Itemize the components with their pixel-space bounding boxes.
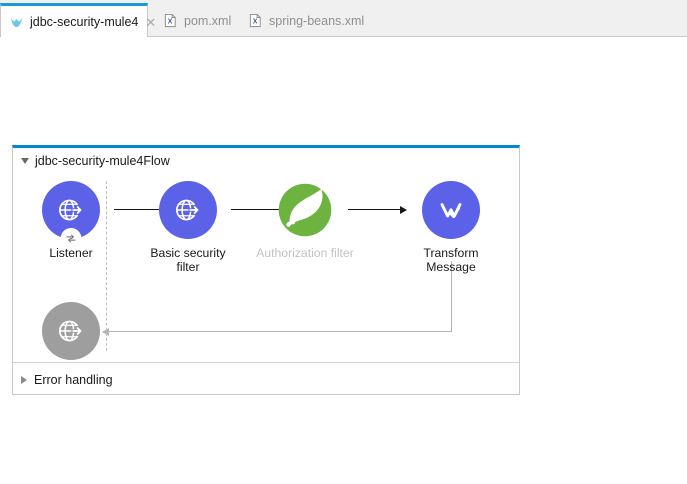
node-response[interactable] xyxy=(16,302,126,360)
xml-file-icon: X xyxy=(248,13,263,28)
connector-authorization-to-transform xyxy=(348,209,400,210)
connector-listener-to-basic-security xyxy=(114,209,165,210)
error-handling-label: Error handling xyxy=(34,373,113,387)
tab-label: jdbc-security-mule4 xyxy=(30,15,139,29)
request-response-icon xyxy=(60,228,82,249)
svg-text:X: X xyxy=(168,19,173,26)
error-handling-header[interactable]: Error handling xyxy=(21,373,113,387)
node-icon-container xyxy=(42,302,100,360)
node-icon-container xyxy=(422,181,480,239)
tab-label: spring-beans.xml xyxy=(269,13,365,28)
tab-jdbc-security-mule4[interactable]: jdbc-security-mule4 ✕ xyxy=(0,3,156,38)
node-label-line2: Message xyxy=(426,259,476,274)
flow-header[interactable]: jdbc-security-mule4Flow xyxy=(21,154,170,168)
node-label-line1: Basic security xyxy=(150,246,226,260)
dataweave-icon xyxy=(440,203,462,219)
node-icon-container xyxy=(42,181,100,249)
connector-arrowhead xyxy=(400,205,407,214)
mule-icon xyxy=(9,15,24,30)
editor-tab-bar: jdbc-security-mule4 ✕ X pom.xml X spring… xyxy=(0,0,687,38)
node-label: Listener xyxy=(49,246,93,260)
node-label-line2: filter xyxy=(176,259,200,274)
node-label: Basic security filter xyxy=(133,246,243,274)
node-label: Transform Message xyxy=(396,246,506,274)
return-path-vertical xyxy=(451,261,452,331)
close-icon[interactable]: ✕ xyxy=(145,14,157,30)
return-path-horizontal xyxy=(109,331,452,332)
tab-spring-beans-xml[interactable]: X spring-beans.xml xyxy=(240,4,372,37)
http-globe-icon xyxy=(58,199,84,221)
http-globe-icon xyxy=(175,199,201,221)
connector-basic-security-to-authorization xyxy=(231,209,282,210)
node-label: Authorization filter xyxy=(256,246,354,260)
tab-pom-xml[interactable]: X pom.xml xyxy=(155,4,239,37)
return-path-arrowhead xyxy=(102,327,109,336)
chevron-right-icon[interactable] xyxy=(21,376,27,384)
flow-name: jdbc-security-mule4Flow xyxy=(35,154,170,168)
node-listener[interactable]: Listener xyxy=(16,181,126,261)
tab-label: pom.xml xyxy=(184,13,232,28)
flow-canvas[interactable]: jdbc-security-mule4Flow xyxy=(0,37,687,484)
svg-text:X: X xyxy=(253,19,258,26)
node-label-line1: Transform xyxy=(423,246,479,260)
spring-leaf-icon xyxy=(278,183,332,237)
node-basic-security-filter[interactable]: Basic security filter xyxy=(133,181,243,274)
node-transform-message[interactable]: Transform Message xyxy=(396,181,506,274)
node-authorization-filter[interactable]: Authorization filter xyxy=(250,181,360,261)
node-icon-container xyxy=(159,181,217,239)
lane-divider-dashed xyxy=(106,181,107,351)
error-handling-divider xyxy=(13,362,519,363)
http-globe-icon xyxy=(58,320,84,342)
chevron-down-icon[interactable] xyxy=(21,158,29,164)
node-icon-container xyxy=(276,181,334,239)
xml-file-icon: X xyxy=(163,13,178,28)
flow-panel[interactable]: jdbc-security-mule4Flow xyxy=(12,145,520,395)
